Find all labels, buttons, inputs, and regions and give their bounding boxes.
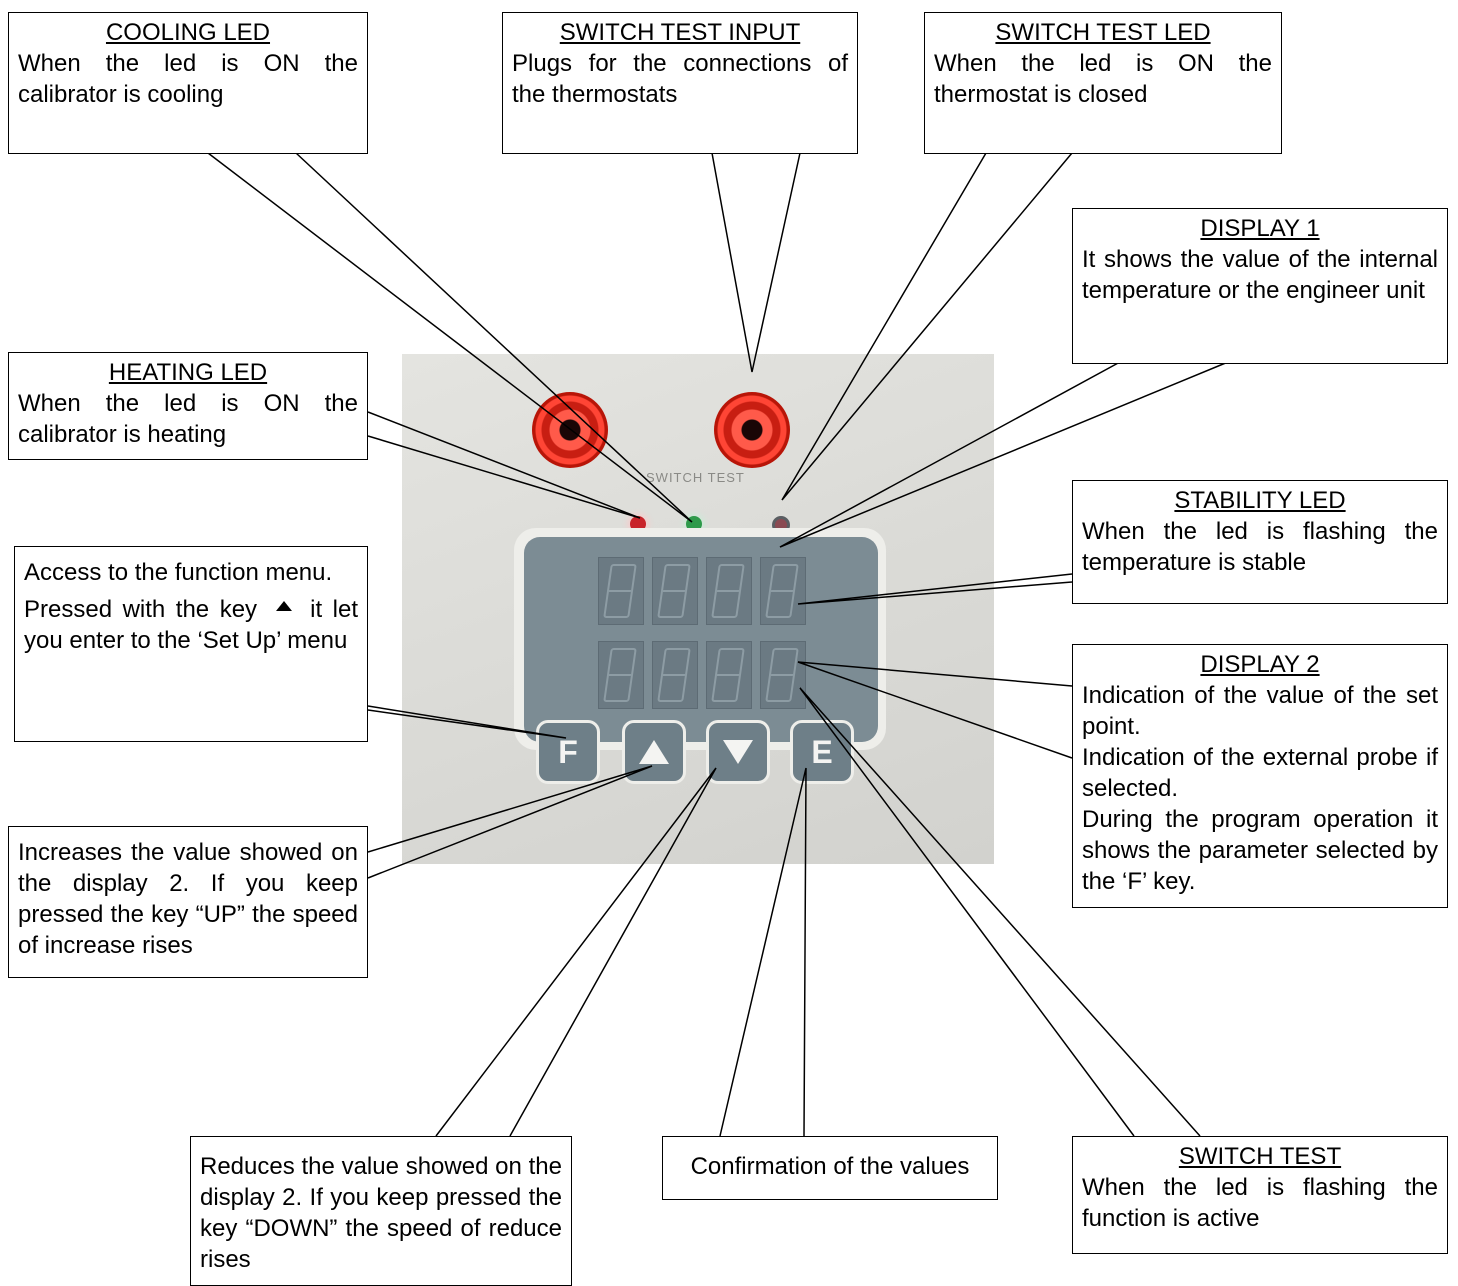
- switch-test-title: SWITCH TEST: [1178, 1143, 1342, 1170]
- switch-test-led-title: SWITCH TEST LED: [995, 19, 1211, 46]
- f-key-line2: Pressed with the key it let you enter to…: [24, 594, 358, 656]
- cooling-led-title: COOLING LED: [105, 19, 271, 46]
- switch-test-label: SWITCH TEST: [646, 470, 745, 485]
- stability-led-body: When the led is flashing the temperature…: [1082, 518, 1438, 576]
- f-key-line2a: Pressed with the key: [24, 596, 258, 623]
- display2-title: DISPLAY 2: [1200, 651, 1320, 678]
- display1-digit-2: [652, 557, 698, 625]
- switch-test-body: When the led is flashing the function is…: [1082, 1174, 1438, 1232]
- leader-cooling: [207, 152, 693, 523]
- down-triangle-icon: [723, 740, 753, 764]
- up-triangle-icon: [275, 601, 292, 611]
- callout-stability-led: STABILITY LED When the led is flashing t…: [1072, 480, 1448, 604]
- callout-switch-test-led: SWITCH TEST LED When the led is ON the t…: [924, 12, 1282, 154]
- switch-test-jack-left: [532, 392, 608, 468]
- heating-led-title: HEATING LED: [108, 359, 268, 386]
- callout-cooling-led: COOLING LED When the led is ON the calib…: [8, 12, 368, 154]
- callout-switch-test-input: SWITCH TEST INPUT Plugs for the connecti…: [502, 12, 858, 154]
- device-panel: SWITCH TEST F E: [402, 354, 994, 864]
- display2-digit-1: [598, 641, 644, 709]
- display2-line1: Indication of the value of the set point…: [1082, 682, 1438, 740]
- display2-digit-4: [760, 641, 806, 709]
- display2-line3: During the program operation it shows th…: [1082, 806, 1438, 895]
- display-screen: [524, 537, 878, 742]
- leader-up-key: [367, 765, 653, 879]
- callout-display-1: DISPLAY 1 It shows the value of the inte…: [1072, 208, 1448, 364]
- leader-switch-test-input: [711, 152, 801, 373]
- heating-led-body: When the led is ON the calibrator is hea…: [18, 390, 358, 448]
- e-key[interactable]: E: [790, 720, 854, 784]
- callout-switch-test: SWITCH TEST When the led is flashing the…: [1072, 1136, 1448, 1254]
- display1-title: DISPLAY 1: [1200, 215, 1320, 242]
- f-key-line2b: it let you enter to the ‘Set Up’ menu: [24, 596, 359, 654]
- switch-test-led-body: When the led is ON the thermostat is clo…: [934, 50, 1272, 108]
- f-key[interactable]: F: [536, 720, 600, 784]
- up-key-body: Increases the value showed on the displa…: [18, 839, 358, 959]
- down-key[interactable]: [706, 720, 770, 784]
- f-key-line1: Access to the function menu.: [24, 559, 333, 586]
- display2-digit-2: [652, 641, 698, 709]
- callout-f-key: Access to the function menu. Pressed wit…: [14, 546, 368, 742]
- leader-display2: [797, 661, 1073, 759]
- leader-display1: [779, 361, 1229, 548]
- e-key-label: E: [811, 733, 833, 770]
- stability-led-title: STABILITY LED: [1174, 487, 1346, 514]
- callout-e-key: Confirmation of the values: [662, 1136, 998, 1200]
- down-key-body: Reduces the value showed on the display …: [200, 1153, 562, 1273]
- display1-digit-3: [706, 557, 752, 625]
- leader-down-key: [435, 767, 717, 1137]
- leader-heating: [367, 411, 641, 519]
- leader-switch-test: [799, 687, 1201, 1137]
- display1-digit-4: [760, 557, 806, 625]
- leader-f-key: [367, 705, 567, 739]
- display1-body: It shows the value of the internal tempe…: [1082, 246, 1438, 304]
- callout-up-key: Increases the value showed on the displa…: [8, 826, 368, 978]
- f-key-label: F: [558, 733, 578, 770]
- up-triangle-icon: [639, 740, 669, 764]
- cooling-led-body: When the led is ON the calibrator is coo…: [18, 50, 358, 108]
- callout-heating-led: HEATING LED When the led is ON the calib…: [8, 352, 368, 460]
- switch-test-jack-right: [714, 392, 790, 468]
- callout-display-2: DISPLAY 2 Indication of the value of the…: [1072, 644, 1448, 908]
- leader-switch-test-led: [781, 152, 1073, 501]
- leader-stability: [797, 573, 1073, 605]
- e-key-body: Confirmation of the values: [690, 1153, 970, 1180]
- display2-line2: Indication of the external probe if sele…: [1082, 744, 1438, 802]
- switch-test-input-title: SWITCH TEST INPUT: [559, 19, 801, 46]
- callout-down-key: Reduces the value showed on the display …: [190, 1136, 572, 1286]
- display1-digit-1: [598, 557, 644, 625]
- switch-test-input-body: Plugs for the connections of the thermos…: [512, 50, 848, 108]
- leader-e-key: [719, 767, 807, 1137]
- display2-digit-3: [706, 641, 752, 709]
